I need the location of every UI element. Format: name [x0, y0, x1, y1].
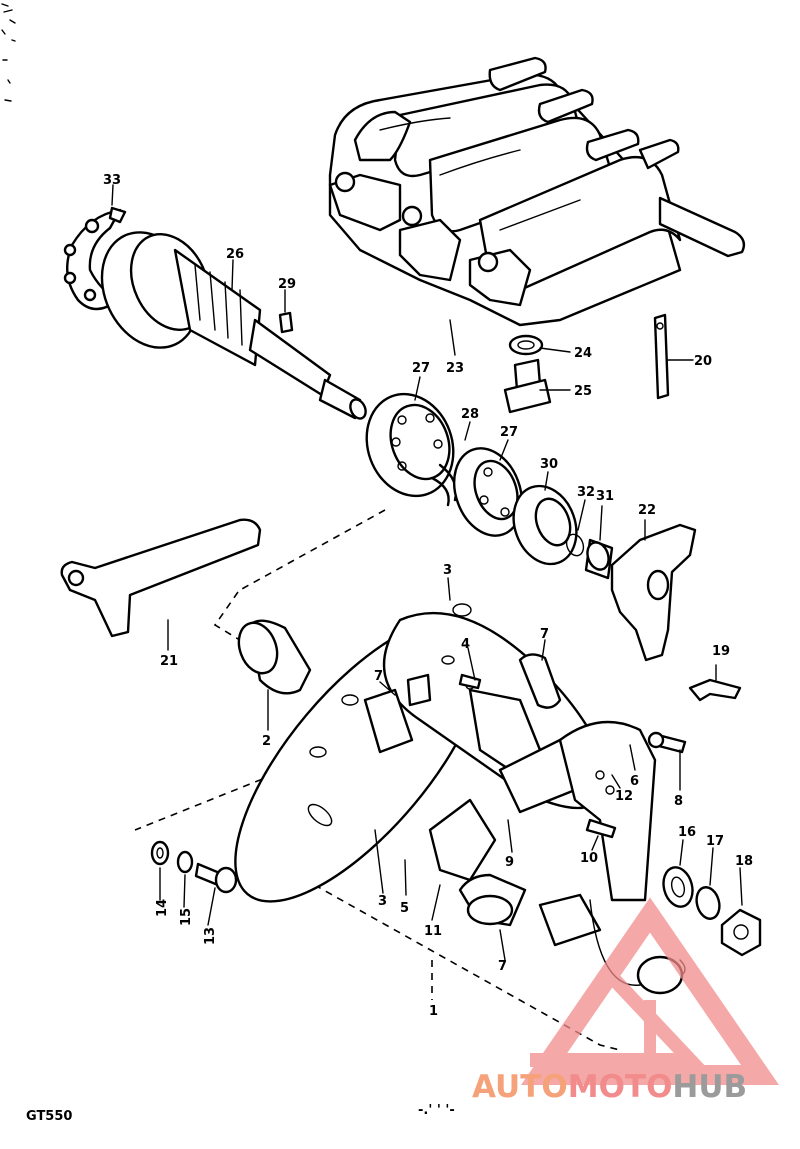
callout-27-top: 27 — [412, 361, 430, 376]
callout-21: 21 — [160, 654, 178, 669]
bracket-20 — [653, 313, 670, 400]
scan-noise — [1, 3, 16, 102]
bearing-stack — [365, 392, 614, 580]
callout-18: 18 — [735, 854, 753, 869]
callout-11: 11 — [424, 924, 442, 939]
base-plate-assembly — [234, 603, 686, 995]
rotor-shaft-assembly — [63, 206, 367, 420]
pin-29 — [278, 311, 294, 334]
watermark-text: AUTOMOTOHUB — [472, 1069, 747, 1105]
callout-32: 32 — [577, 485, 595, 500]
callout-14: 14 — [155, 899, 170, 917]
callout-7-top: 7 — [540, 627, 549, 642]
callout-26: 26 — [226, 247, 244, 262]
watermark-auto: AUTO — [472, 1069, 568, 1105]
callout-23: 23 — [446, 361, 464, 376]
callout-15: 15 — [179, 908, 194, 926]
ignition-coil-assembly — [328, 56, 746, 327]
footer-mark: -.' ' '- — [418, 1103, 455, 1118]
callout-2-left: 2 — [262, 734, 271, 749]
callout-24: 24 — [574, 346, 592, 361]
bracket-plate-21 — [60, 518, 262, 638]
watermark-hub: HUB — [672, 1069, 747, 1105]
callout-17: 17 — [706, 834, 724, 849]
callout-10: 10 — [580, 851, 598, 866]
callout-28: 28 — [461, 407, 479, 422]
callout-labels: 33 26 29 23 24 25 20 27 28 27 30 32 31 2… — [103, 173, 753, 1019]
callout-13: 13 — [203, 927, 218, 945]
callout-29: 29 — [278, 277, 296, 292]
callout-22: 22 — [638, 503, 656, 518]
callout-20: 20 — [694, 354, 712, 369]
callout-6: 6 — [630, 774, 639, 789]
callout-25: 25 — [574, 384, 592, 399]
hardware-13-15 — [150, 840, 238, 894]
callout-7-left: 7 — [374, 669, 383, 684]
watermark-logo — [520, 897, 780, 1085]
watermark-moto: MOTO — [568, 1069, 673, 1105]
callout-30: 30 — [540, 457, 558, 472]
callout-7-bottom: 7 — [498, 959, 507, 974]
callout-8: 8 — [674, 794, 683, 809]
callout-1: 1 — [429, 1004, 438, 1019]
callout-3-lower: 3 — [378, 894, 387, 909]
callout-9: 9 — [505, 855, 514, 870]
callout-5: 5 — [400, 901, 409, 916]
callout-31: 31 — [596, 489, 614, 504]
callout-12: 12 — [615, 789, 633, 804]
callout-19: 19 — [712, 644, 730, 659]
callout-16: 16 — [678, 825, 696, 840]
hardware-16-18 — [662, 866, 762, 957]
callout-33: 33 — [103, 173, 121, 188]
leader-lines — [111, 184, 743, 961]
callout-27-lower: 27 — [500, 425, 518, 440]
clip-19 — [688, 678, 742, 702]
washer-and-nut — [503, 334, 552, 414]
callout-3-top: 3 — [443, 563, 452, 578]
cam-plate — [610, 523, 697, 662]
model-code: GT550 — [26, 1109, 72, 1124]
callout-4: 4 — [461, 637, 470, 652]
